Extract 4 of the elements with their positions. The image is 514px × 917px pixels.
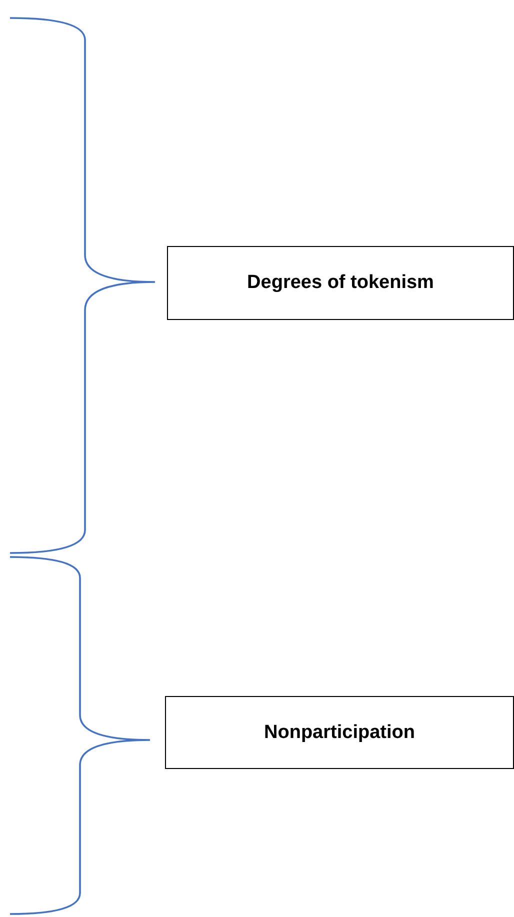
label-box — [165, 696, 514, 769]
box-label: Nonparticipation — [264, 722, 415, 744]
box-label: Degrees of tokenism — [247, 272, 434, 294]
label-box — [167, 246, 514, 320]
